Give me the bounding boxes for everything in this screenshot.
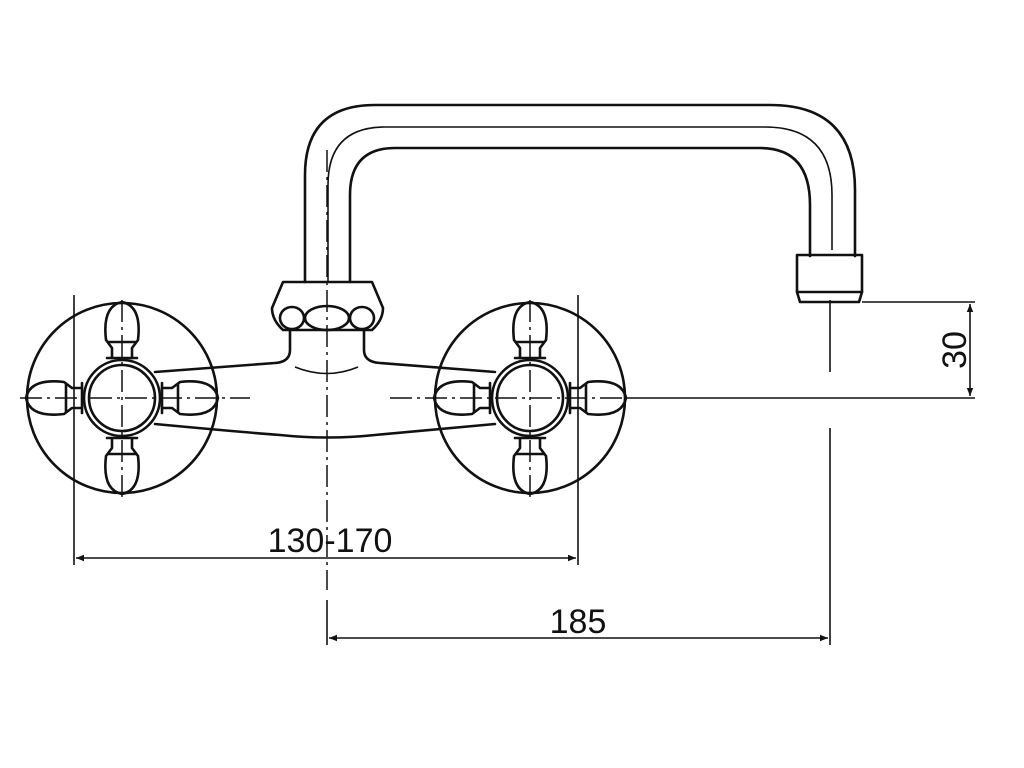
inlet-spacing-dimension: 130-170 <box>73 295 579 565</box>
spout <box>303 103 864 304</box>
spout-reach-dimension: 185 <box>326 600 828 645</box>
mixer-body <box>153 280 497 439</box>
inlet-spacing-label: 130-170 <box>268 522 393 560</box>
spout-reach-label: 185 <box>550 603 607 641</box>
center-lines <box>20 150 630 590</box>
spout-height-dimension: 30 <box>630 300 975 645</box>
spout-height-label: 30 <box>936 331 974 369</box>
